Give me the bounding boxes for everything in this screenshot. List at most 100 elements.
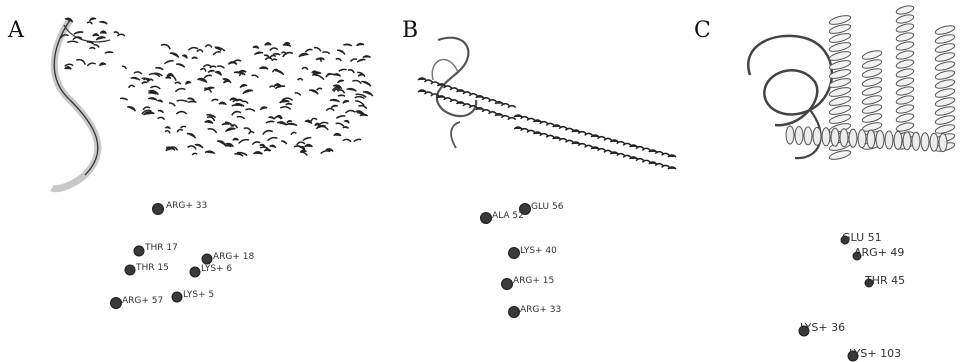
helix-turn <box>934 78 955 90</box>
helix-turn <box>260 67 269 70</box>
helix-turn <box>166 77 171 79</box>
helix-turn <box>99 62 106 65</box>
helix-turn <box>463 104 471 106</box>
helix-turn <box>296 142 304 145</box>
residue-label: ARG+ 18 <box>213 252 255 262</box>
helix-turn <box>363 56 371 58</box>
helix-turn <box>861 85 882 97</box>
helix-turn <box>514 127 522 129</box>
helix-turn <box>361 80 371 86</box>
helix-turn <box>187 132 197 138</box>
helix-turn <box>559 127 567 129</box>
helix-turn <box>636 147 644 149</box>
helix-turn <box>559 139 567 141</box>
helix-turn <box>604 138 612 140</box>
helix-turn <box>463 92 471 94</box>
helix-turn <box>858 130 866 148</box>
helix-turn <box>655 164 663 166</box>
helix-turn <box>804 127 812 145</box>
helix-turn <box>591 135 599 137</box>
helix-turn <box>74 31 84 34</box>
helix-turn <box>934 51 955 63</box>
atom-sphere <box>502 279 513 290</box>
atom-sphere <box>190 267 200 277</box>
helix-turn <box>283 44 291 47</box>
helix-turn <box>895 85 914 96</box>
helix-turn <box>87 62 96 66</box>
helix-turn <box>642 148 650 150</box>
helix-turn <box>195 143 204 148</box>
helix-turn <box>450 88 458 90</box>
helix-turn <box>895 76 914 87</box>
helix-turn <box>895 94 914 105</box>
helix-turn <box>279 100 289 103</box>
helix-turn <box>180 126 186 128</box>
helix-turn <box>831 128 839 146</box>
helix-turn <box>565 128 573 130</box>
helix-turn <box>418 78 426 80</box>
helix-turn <box>303 137 312 141</box>
helix-turn <box>182 54 188 58</box>
helix-turn <box>305 144 313 147</box>
helix-turn <box>578 132 586 134</box>
residue-label: ARG+ 57 <box>122 296 163 306</box>
helix-turn <box>212 99 219 101</box>
helix-turn <box>867 130 875 148</box>
helix-turn <box>264 54 270 57</box>
helix-turn <box>120 98 128 100</box>
helix-turn <box>197 49 203 52</box>
helix-turn <box>444 98 452 100</box>
residue-label: THR 15 <box>135 263 169 273</box>
helix-turn <box>333 73 340 76</box>
helix-turn <box>894 131 902 149</box>
helix-turn <box>254 51 263 54</box>
helix-turn <box>233 138 239 140</box>
helix-turn <box>169 102 176 106</box>
helix-turn <box>813 127 821 145</box>
helix-turn <box>357 59 365 63</box>
helix-turn <box>482 98 490 100</box>
panel-a-structure: ARG+ 33 THR 17 THR 15 ARG+ 18 LYS+ 6 ARG… <box>0 0 388 362</box>
helix-turn <box>668 167 676 169</box>
residue-label: LYS+ 5 <box>183 290 214 300</box>
helix-turn <box>338 95 345 96</box>
helix-turn <box>623 143 631 145</box>
helix-turn <box>65 67 72 70</box>
helix-turn <box>331 105 338 108</box>
helix-turn <box>267 137 277 141</box>
helix-turn <box>849 129 857 147</box>
helix-turn <box>131 77 141 80</box>
helix-turn <box>527 130 535 132</box>
helix-turn <box>93 34 99 36</box>
helix-turn <box>418 90 426 92</box>
atom-sphere <box>153 204 164 215</box>
helix-turn <box>298 53 308 57</box>
helix-turn <box>287 123 298 126</box>
helix-turn <box>334 89 339 92</box>
helix-turn <box>476 96 484 98</box>
helix-turn <box>215 70 222 75</box>
helix-turn <box>161 43 171 49</box>
helix-turn <box>122 65 127 68</box>
helix-turn <box>148 97 157 100</box>
helix-turn <box>895 31 914 42</box>
helix-turn <box>350 58 357 62</box>
loop-strand <box>432 60 458 80</box>
helix-turn <box>245 108 255 111</box>
helix-turn <box>508 106 516 108</box>
residue-label: GLU 56 <box>531 202 564 212</box>
helix-turn <box>291 132 297 135</box>
helix-turn <box>114 31 119 34</box>
helix-turn <box>89 47 95 49</box>
residue-label: THR 17 <box>144 243 178 253</box>
helix-turn <box>100 31 106 34</box>
helix-turn <box>176 63 185 67</box>
helix-turn <box>150 86 160 89</box>
helix-turn <box>265 43 271 46</box>
helix-turn <box>177 129 183 133</box>
residue-label: LYS+ 103 <box>849 347 901 360</box>
helix-turn <box>604 150 612 152</box>
atom-sphere <box>509 248 520 259</box>
helix-turn <box>934 87 955 99</box>
helix-turn <box>208 127 218 133</box>
